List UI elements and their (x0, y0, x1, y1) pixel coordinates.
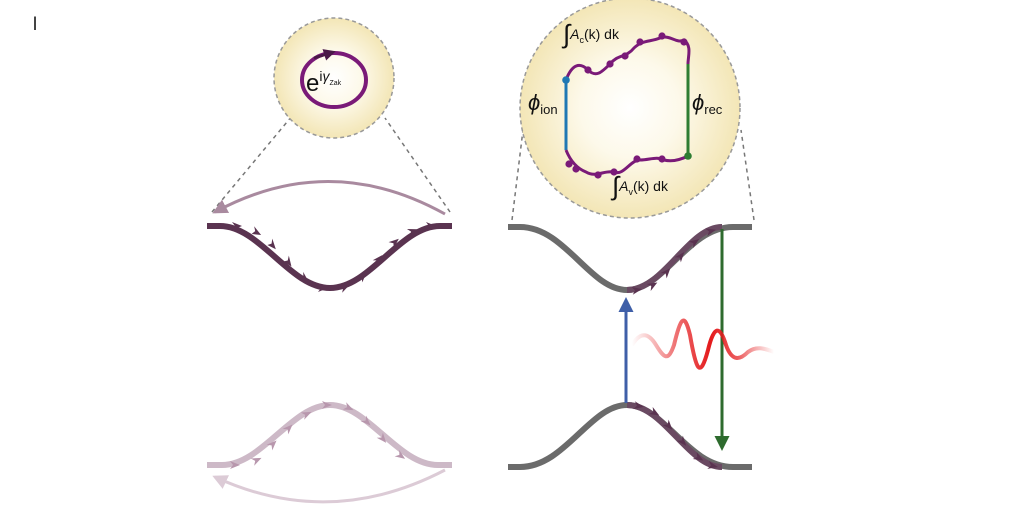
integral-c-label: ∫Ac(k) dk (561, 19, 620, 49)
phi-rec-label: ϕrec (692, 90, 723, 117)
valence-chevrons (633, 401, 718, 469)
left-upper-chevrons (232, 222, 436, 293)
left-lower-chevrons (230, 401, 406, 469)
ion-start-point (562, 76, 570, 84)
zak-arc-upper (212, 180, 446, 216)
conduction-chevrons (631, 228, 716, 295)
panel-letter: l (33, 14, 37, 34)
zoom-line-left-r (511, 129, 524, 221)
valence-band (508, 401, 752, 470)
right-panel: ∫Ac(k) dk ∫Av(k) dk ϕion ϕrec (508, 0, 775, 470)
phase-inset: ∫Ac(k) dk ∫Av(k) dk ϕion ϕrec (519, 0, 741, 219)
zak-inset: eiγZak (273, 17, 395, 139)
zak-inset-circle (273, 17, 395, 139)
zak-loop-arrow-icon (313, 49, 336, 61)
emitted-pulse (630, 318, 775, 370)
zoom-line-right (384, 117, 451, 213)
conduction-band (508, 224, 752, 294)
zoom-line-left (211, 115, 293, 213)
integral-v-path (564, 149, 689, 176)
zak-arc-lower (212, 468, 446, 504)
integral-v-label: ∫Av(k) dk (610, 171, 669, 201)
left-upper-band (207, 223, 452, 292)
rec-end-point (684, 152, 692, 160)
left-panel: eiγZak (207, 17, 452, 504)
left-lower-band (207, 401, 452, 468)
zak-formula: eiγZak (306, 68, 342, 97)
zoom-line-right-r (740, 129, 755, 221)
phi-ion-label: ϕion (528, 90, 558, 117)
integral-points (565, 32, 688, 179)
